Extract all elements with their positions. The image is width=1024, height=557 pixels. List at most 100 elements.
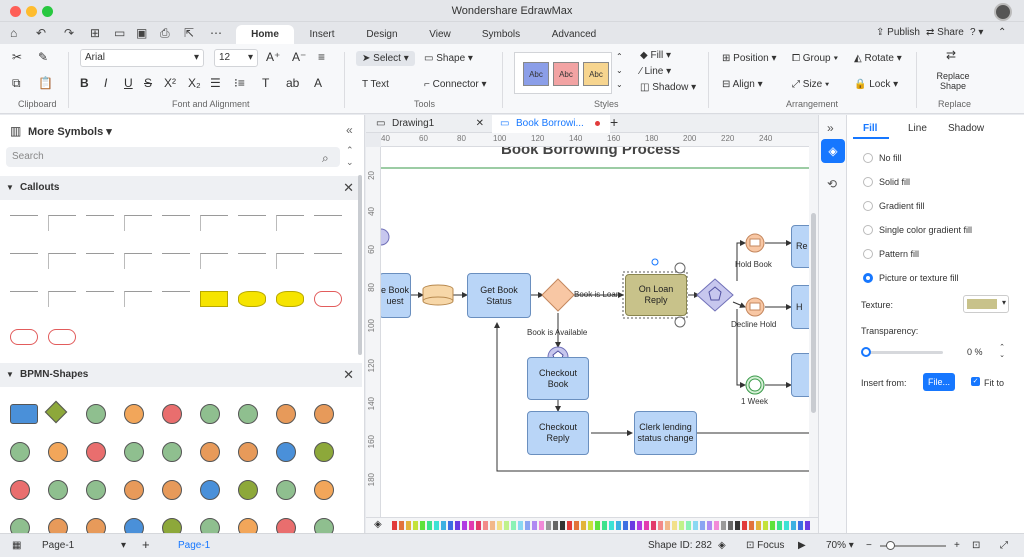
- transparency-slider[interactable]: [863, 351, 943, 354]
- palette-swatch[interactable]: [609, 521, 614, 530]
- print-icon[interactable]: ⎙: [160, 26, 170, 40]
- palette-swatch[interactable]: [427, 521, 432, 530]
- label-one-week[interactable]: 1 Week: [741, 397, 768, 406]
- palette-swatch[interactable]: [630, 521, 635, 530]
- copy-icon[interactable]: ⧉: [12, 76, 21, 90]
- callout-shape[interactable]: [10, 291, 38, 307]
- palette-swatch[interactable]: [616, 521, 621, 530]
- bpmn-symbol[interactable]: [10, 518, 30, 533]
- font-name-select[interactable]: Arial▾: [80, 49, 204, 67]
- bpmn-symbol[interactable]: [200, 404, 220, 424]
- callout-shape[interactable]: [200, 253, 228, 269]
- callout-shape[interactable]: [48, 329, 76, 345]
- palette-swatch[interactable]: [518, 521, 523, 530]
- fit-page-icon[interactable]: ⊡: [972, 540, 981, 551]
- callout-shape[interactable]: [124, 215, 152, 231]
- callout-shape[interactable]: [10, 215, 38, 231]
- node-get-book-status[interactable]: Get Book Status: [467, 273, 531, 318]
- bpmn-symbol[interactable]: [314, 404, 334, 424]
- palette-swatch[interactable]: [497, 521, 502, 530]
- palette-swatch[interactable]: [658, 521, 663, 530]
- palette-swatch[interactable]: [462, 521, 467, 530]
- callout-shape[interactable]: [314, 253, 342, 269]
- zoom-value[interactable]: 70% ▾: [826, 540, 854, 551]
- gallery-more-icon[interactable]: ⌄: [616, 80, 623, 89]
- callout-shape[interactable]: [10, 329, 38, 345]
- node-h[interactable]: H: [791, 285, 809, 329]
- palette-swatch[interactable]: [721, 521, 726, 530]
- bpmn-symbol[interactable]: [48, 480, 68, 500]
- color-swatches[interactable]: [392, 521, 812, 530]
- callout-shape[interactable]: [124, 291, 152, 307]
- group-button[interactable]: ⧠ Group ▾: [792, 53, 839, 64]
- callout-shape[interactable]: [10, 253, 38, 269]
- canvas-vertical-scrollbar[interactable]: [809, 133, 818, 517]
- select-tool-button[interactable]: ➤ Select ▾: [356, 51, 415, 66]
- scroll-thumb[interactable]: [811, 213, 816, 413]
- palette-swatch[interactable]: [441, 521, 446, 530]
- cut-icon[interactable]: ✂: [12, 50, 23, 64]
- palette-swatch[interactable]: [756, 521, 761, 530]
- callout-shape[interactable]: [314, 291, 342, 307]
- callout-shape[interactable]: [48, 215, 76, 231]
- bpmn-symbol[interactable]: [124, 518, 144, 533]
- palette-swatch[interactable]: [553, 521, 558, 530]
- tab-insert[interactable]: Insert: [309, 29, 335, 40]
- style-swatch-red[interactable]: Abc: [553, 62, 579, 86]
- zoom-in-icon[interactable]: +: [954, 540, 960, 551]
- position-button[interactable]: ⊞ Position ▾: [722, 53, 777, 64]
- palette-swatch[interactable]: [511, 521, 516, 530]
- bold-icon[interactable]: B: [80, 76, 89, 90]
- palette-swatch[interactable]: [686, 521, 691, 530]
- zoom-slider[interactable]: [880, 545, 946, 547]
- callout-shape[interactable]: [124, 253, 152, 269]
- bpmn-symbol[interactable]: [48, 442, 68, 462]
- diagram-title[interactable]: Book Borrowing Process: [501, 147, 681, 158]
- shape-tool-button[interactable]: ▭ Shape ▾: [424, 53, 473, 64]
- callout-shape[interactable]: [200, 291, 228, 307]
- palette-swatch[interactable]: [707, 521, 712, 530]
- avatar[interactable]: [994, 3, 1012, 21]
- add-page-icon[interactable]: +: [142, 537, 150, 552]
- palette-swatch[interactable]: [665, 521, 670, 530]
- font-size-select[interactable]: 12▾: [214, 49, 258, 67]
- callout-shape[interactable]: [238, 215, 266, 231]
- save-icon[interactable]: ▣: [136, 26, 148, 40]
- rotate-button[interactable]: ◭ Rotate ▾: [854, 53, 902, 64]
- callout-shape[interactable]: [238, 253, 266, 269]
- expand-panel-icon[interactable]: »: [827, 121, 834, 135]
- zoom-slider-thumb[interactable]: [886, 541, 895, 550]
- tab-view[interactable]: View: [429, 29, 451, 40]
- label-hold-book[interactable]: Hold Book: [735, 260, 772, 269]
- bpmn-symbol[interactable]: [200, 480, 220, 500]
- help-button[interactable]: ? ▾: [970, 27, 984, 38]
- callout-shape[interactable]: [48, 291, 76, 307]
- open-icon[interactable]: ▭: [114, 26, 126, 40]
- bpmn-symbol[interactable]: [124, 442, 144, 462]
- radio-single-gradient[interactable]: [863, 225, 873, 235]
- file-button[interactable]: File...: [923, 373, 955, 391]
- text-tool-button[interactable]: T Text: [362, 79, 389, 90]
- palette-swatch[interactable]: [644, 521, 649, 530]
- palette-swatch[interactable]: [469, 521, 474, 530]
- tab-shadow[interactable]: Shadow: [948, 123, 985, 134]
- collapse-ribbon-icon[interactable]: ⌃: [998, 27, 1007, 38]
- palette-swatch[interactable]: [588, 521, 593, 530]
- callout-shape[interactable]: [48, 253, 76, 269]
- node-partial[interactable]: [791, 353, 809, 397]
- palette-swatch[interactable]: [672, 521, 677, 530]
- callout-shape[interactable]: [276, 291, 304, 307]
- transparency-input[interactable]: 0 %⌃⌄: [967, 344, 1005, 359]
- node-re[interactable]: Re: [791, 225, 809, 268]
- focus-button[interactable]: ⊡ Focus: [746, 540, 785, 551]
- close-icon[interactable]: ✕: [343, 180, 354, 195]
- node-on-loan-reply[interactable]: On Loan Reply: [625, 274, 687, 316]
- palette-swatch[interactable]: [455, 521, 460, 530]
- palette-swatch[interactable]: [637, 521, 642, 530]
- scroll-up-icon[interactable]: ⌃: [346, 145, 354, 155]
- palette-swatch[interactable]: [784, 521, 789, 530]
- callout-shape[interactable]: [162, 291, 190, 307]
- node-checkout-book[interactable]: Checkout Book: [527, 357, 589, 400]
- redo-icon[interactable]: ↷: [64, 26, 75, 40]
